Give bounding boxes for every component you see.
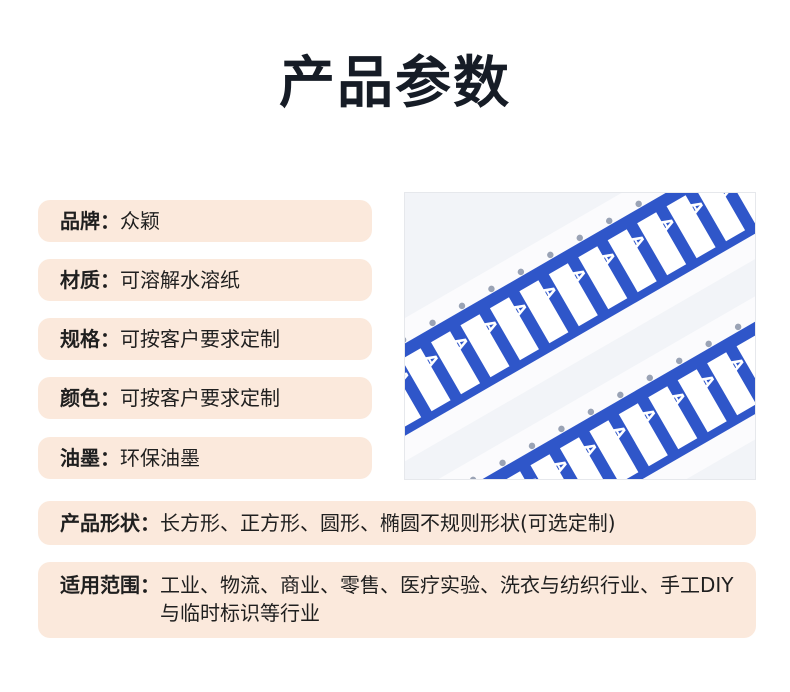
param-brand-label: 品牌：	[60, 209, 120, 233]
label-strip-upper: AAAAAAAAAAAAAAAAAAA	[405, 193, 755, 479]
param-brand-value: 众颖	[120, 209, 160, 233]
param-ink: 油墨： 环保油墨	[38, 437, 372, 479]
svg-text:A: A	[405, 367, 413, 386]
param-color-label: 颜色：	[60, 386, 120, 410]
label-strip-lower: AAAAAAAAAAAAAAAAAAA	[405, 224, 755, 480]
param-shape: 产品形状： 长方形、正方形、圆形、椭圆不规则形状(可选定制)	[38, 501, 756, 545]
param-ink-label: 油墨：	[60, 446, 120, 470]
label-strips-illustration: AAAAAAAAAAAAAAAAAAAAAAAAAAAAAAAAAAAAAA	[405, 193, 755, 480]
svg-text:A: A	[521, 473, 543, 480]
param-shape-label: 产品形状：	[60, 511, 160, 535]
param-usage: 适用范围： 工业、物流、商业、零售、医疗实验、洗衣与纺织行业、手工DIY与临时标…	[38, 562, 756, 638]
param-spec: 规格： 可按客户要求定制	[38, 318, 372, 360]
param-usage-label: 适用范围：	[60, 573, 160, 597]
param-spec-value: 可按客户要求定制	[120, 327, 280, 351]
param-shape-value: 长方形、正方形、圆形、椭圆不规则形状(可选定制)	[160, 511, 616, 535]
svg-text:A: A	[716, 193, 738, 200]
param-usage-value: 工业、物流、商业、零售、医疗实验、洗衣与纺织行业、手工DIY与临时标识等行业	[160, 573, 734, 625]
product-photo: AAAAAAAAAAAAAAAAAAAAAAAAAAAAAAAAAAAAAA	[404, 192, 756, 480]
param-material-label: 材质：	[60, 268, 120, 292]
param-spec-label: 规格：	[60, 327, 120, 351]
param-color: 颜色： 可按客户要求定制	[38, 377, 372, 419]
param-brand: 品牌： 众颖	[38, 200, 372, 242]
param-material: 材质： 可溶解水溶纸	[38, 259, 372, 301]
param-color-value: 可按客户要求定制	[120, 386, 280, 410]
param-material-value: 可溶解水溶纸	[120, 268, 240, 292]
param-ink-value: 环保油墨	[120, 446, 200, 470]
page-title: 产品参数	[279, 51, 511, 116]
